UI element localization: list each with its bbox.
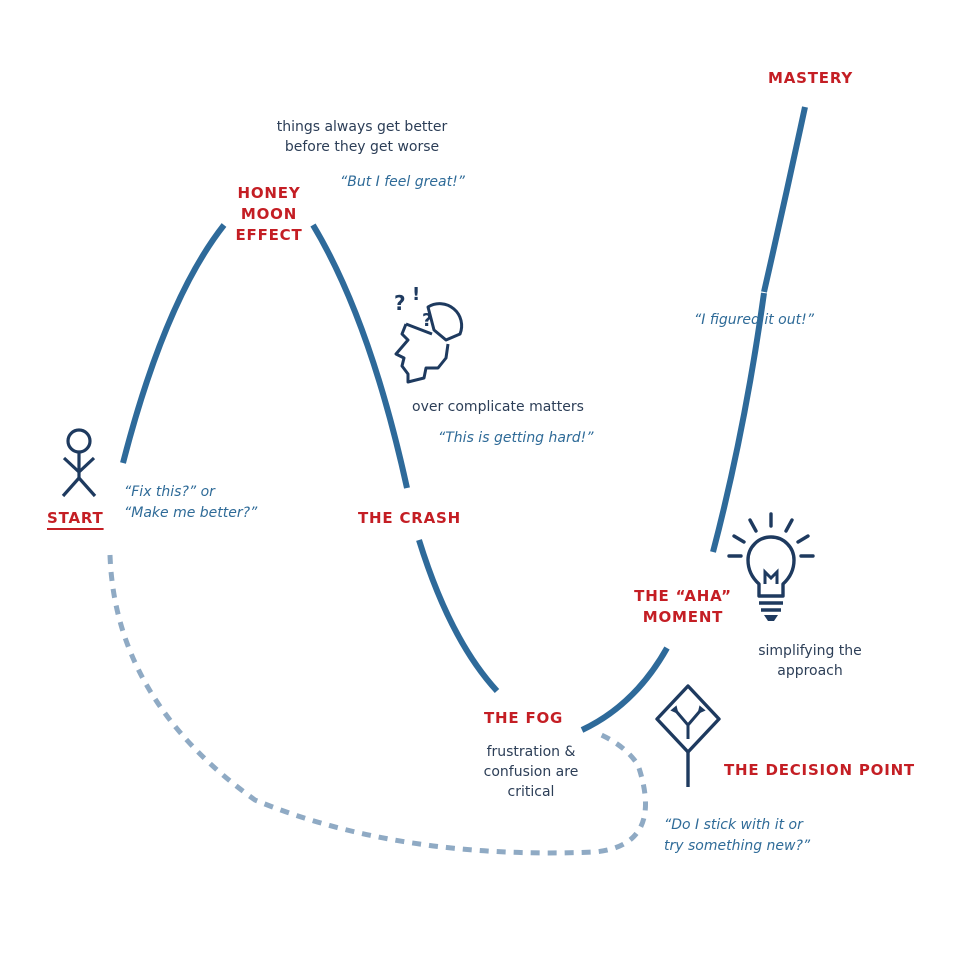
start-quote: “Fix this?” or “Make me better?”	[124, 482, 257, 524]
stage-aha-line1: THE “AHA”	[634, 587, 732, 605]
stage-aha-line2: MOMENT	[642, 608, 724, 626]
svg-text:!: !	[412, 284, 420, 305]
mastery-climb-curve	[710, 292, 767, 553]
fog-note-line2: confusion are	[483, 764, 579, 780]
aha-note: simplifying the approach	[740, 641, 880, 681]
decision-quote: “Do I stick with it or try something new…	[664, 815, 810, 857]
aha-rise-curve	[580, 646, 670, 733]
mastery-top-curve	[761, 106, 808, 293]
fog-note-line1: frustration &	[486, 744, 576, 760]
stage-honeymoon-line3: EFFECT	[235, 226, 303, 244]
stage-honeymoon-line1: HONEY	[237, 184, 301, 202]
start-quote-line2: “Make me better?”	[124, 505, 258, 521]
stick-figure-icon	[58, 428, 100, 500]
mastery-quote: “I figured it out!”	[694, 312, 814, 328]
confused-head-icon: ? ! ?	[388, 282, 468, 388]
crash-descent-curve	[310, 223, 410, 489]
crash-note: over complicate matters	[412, 399, 584, 415]
honeymoon-quote: “But I feel great!”	[340, 174, 465, 190]
fog-note: frustration & confusion are critical	[463, 742, 599, 802]
stage-honeymoon-label: HONEY MOON EFFECT	[226, 183, 312, 246]
stage-fog-label: THE FOG	[484, 709, 564, 727]
lightbulb-icon	[726, 510, 816, 626]
start-quote-line1: “Fix this?” or	[124, 484, 215, 500]
decision-quote-line1: “Do I stick with it or	[664, 817, 803, 833]
svg-text:?: ?	[394, 291, 406, 315]
honeymoon-rise-curve	[120, 223, 227, 464]
stage-mastery-label: MASTERY	[768, 69, 854, 87]
return-loop-dashed-curve	[107, 554, 648, 856]
stage-aha-label: THE “AHA” MOMENT	[628, 586, 738, 628]
honeymoon-note-line1: things always get better	[276, 119, 448, 135]
stage-decision-label: THE DECISION POINT	[724, 761, 915, 779]
stage-start-label: START	[47, 509, 104, 527]
svg-text:?: ?	[422, 310, 432, 331]
aha-note-line1: simplifying the	[758, 643, 862, 659]
fork-road-sign-icon	[653, 683, 723, 791]
honeymoon-note-line2: before they get worse	[284, 139, 440, 155]
stage-crash-label: THE CRASH	[358, 509, 461, 527]
fog-descent-curve	[416, 539, 500, 694]
honeymoon-note: things always get better before they get…	[244, 117, 480, 157]
fog-note-line3: critical	[507, 784, 555, 800]
crash-quote: “This is getting hard!”	[438, 430, 594, 446]
decision-quote-line2: try something new?”	[664, 838, 811, 854]
aha-note-line2: approach	[777, 663, 843, 679]
stage-honeymoon-line2: MOON	[240, 205, 298, 223]
